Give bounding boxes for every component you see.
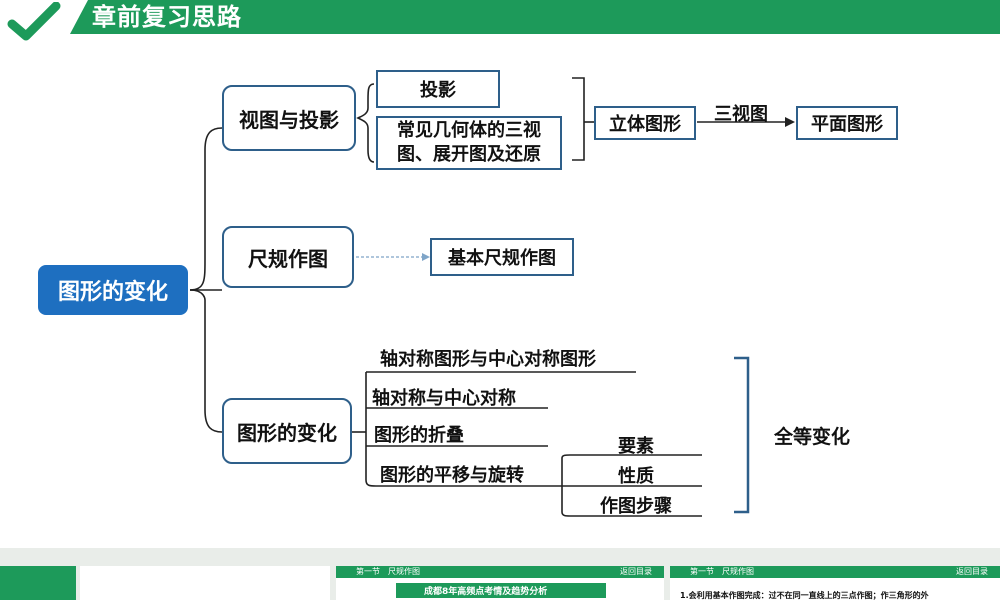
projection-box: 投影 <box>376 70 500 108</box>
three-views-box: 常见几何体的三视 图、展开图及还原 <box>376 116 562 170</box>
header-banner <box>70 0 1000 34</box>
thumbnail-header: 第一节 尺规作图 返回目录 <box>670 566 1000 578</box>
thumbnail-header: 第一节 尺规作图 返回目录 <box>336 566 664 578</box>
sub-item-properties: 性质 <box>618 466 654 487</box>
thumbnail-banner-text: 成都8年高频点考情及趋势分析 <box>424 587 548 597</box>
thumbnail-section: 第一节 尺规作图 <box>356 567 420 576</box>
checkmark-icon <box>7 2 61 41</box>
slide-thumbnail-current[interactable] <box>0 566 76 600</box>
diagram-connectors <box>189 77 795 517</box>
transform-item-2: 轴对称与中心对称 <box>372 388 516 409</box>
slide-thumbnail-3[interactable]: 第一节 尺规作图 返回目录 1.会利用基本作图完成：过不在同一直线上的三点作图；… <box>670 566 1000 600</box>
sub-item-steps: 作图步骤 <box>600 496 672 517</box>
thumbnail-banner <box>396 583 606 598</box>
sub-item-elements: 要素 <box>618 436 654 457</box>
thumbnail-section: 第一节 尺规作图 <box>690 567 754 576</box>
basic-construction-box: 基本尺规作图 <box>430 238 574 276</box>
checkmark-icon <box>338 566 354 578</box>
solid-figure-box: 立体图形 <box>594 106 696 140</box>
checkmark-icon <box>672 566 688 578</box>
three-views-line-1: 常见几何体的三视 <box>397 120 541 141</box>
transform-item-1: 轴对称图形与中心对称图形 <box>380 349 596 370</box>
branch-ruler-construction: 尺规作图 <box>222 226 354 288</box>
three-views-arrow-label: 三视图 <box>714 104 768 125</box>
branch-transform: 图形的变化 <box>222 398 352 464</box>
thumbnail-back-link[interactable]: 返回目录 <box>956 567 988 576</box>
branch-view-projection: 视图与投影 <box>222 85 356 151</box>
transform-item-3: 图形的折叠 <box>374 425 464 446</box>
thumbnail-back-link[interactable]: 返回目录 <box>620 567 652 576</box>
root-node: 图形的变化 <box>38 265 188 315</box>
transform-item-4: 图形的平移与旋转 <box>380 465 524 486</box>
plane-figure-box: 平面图形 <box>796 106 898 140</box>
page-title: 章前复习思路 <box>92 3 242 31</box>
three-views-line-2: 图、展开图及还原 <box>397 144 541 165</box>
congruent-transform-label: 全等变化 <box>774 426 851 448</box>
thumbnail-body-text: 1.会利用基本作图完成：过不在同一直线上的三点作图；作三角形的外 <box>680 591 929 600</box>
slide-thumbnail-blank[interactable] <box>80 566 330 600</box>
slide-thumbnail-2[interactable]: 第一节 尺规作图 返回目录 成都8年高频点考情及趋势分析 <box>336 566 664 600</box>
